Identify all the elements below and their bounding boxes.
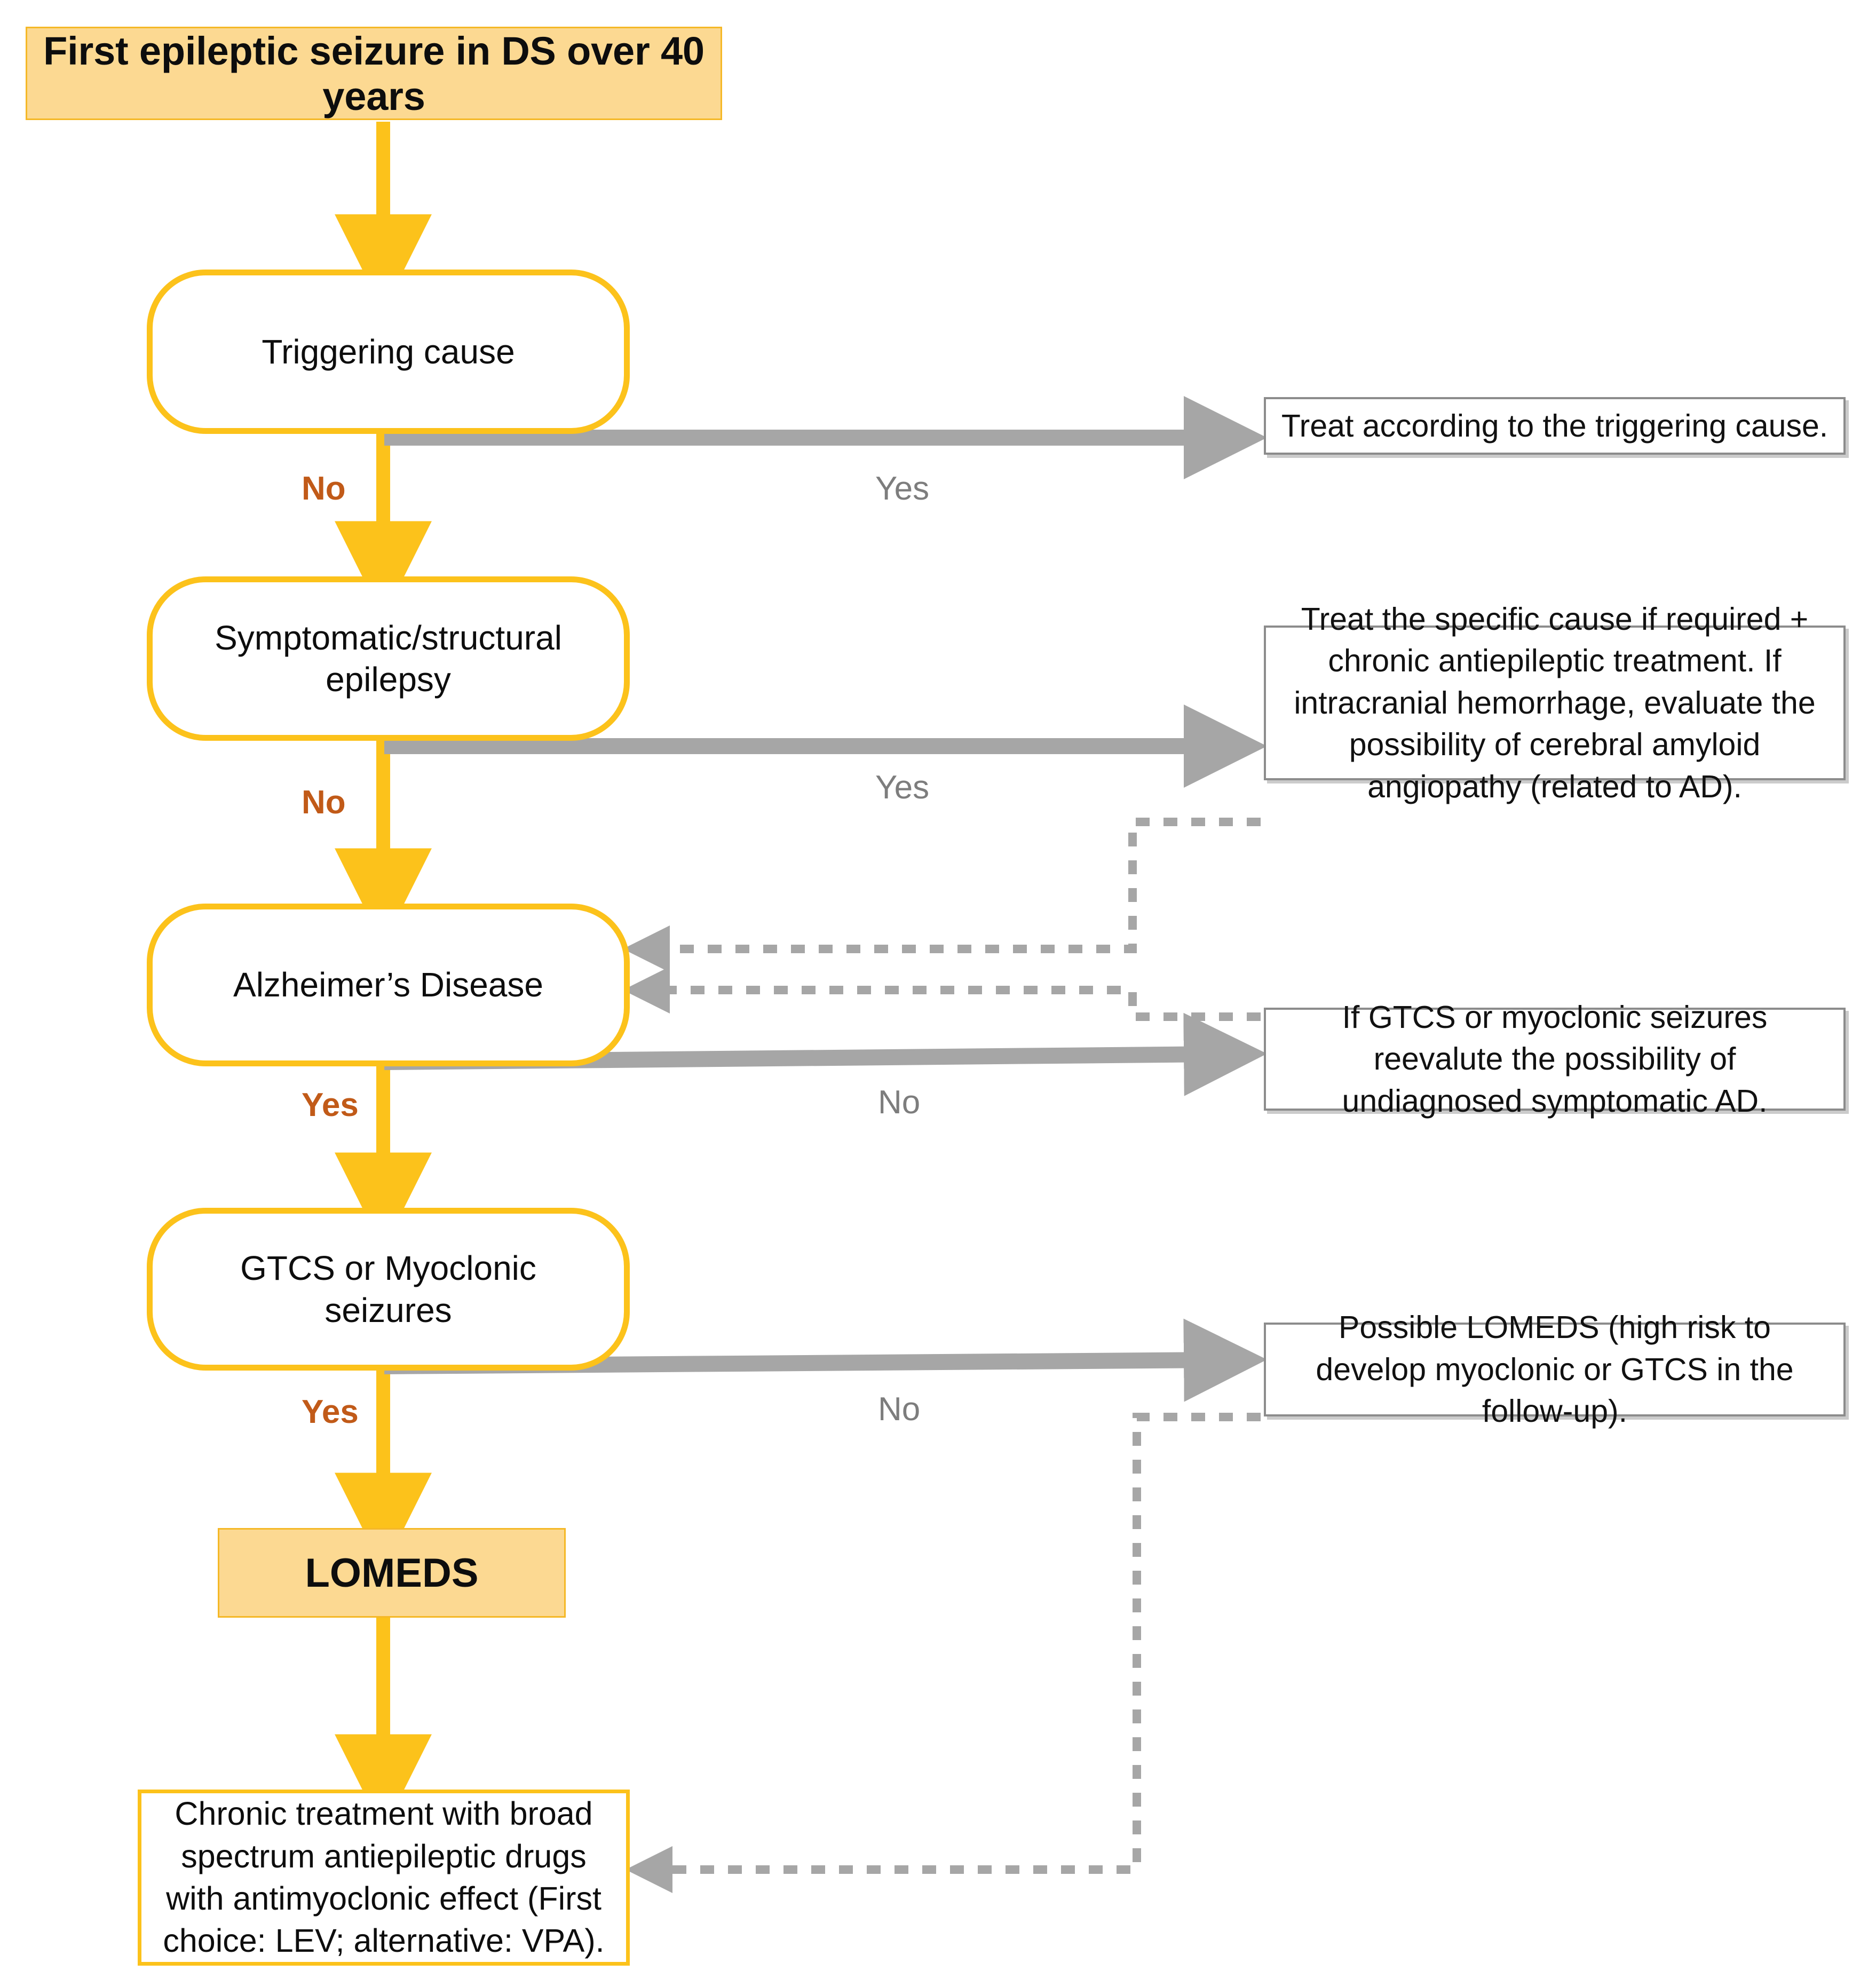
side-box-treat-specific-cause[interactable]: Treat the specific cause if required + c… xyxy=(1264,601,1846,804)
node-header[interactable]: First epileptic seizure in DS over 40 ye… xyxy=(26,27,722,120)
edge-label-no-triggering-cause: No xyxy=(302,470,346,507)
node-chronic-treatment[interactable]: Chronic treatment with broad spectrum an… xyxy=(138,1790,630,1966)
node-triggering-cause[interactable]: Triggering cause xyxy=(147,270,630,434)
side-box-possible-lomeds[interactable]: Possible LOMEDS (high risk to develop my… xyxy=(1264,1310,1846,1429)
edge-label-no-symptomatic: No xyxy=(302,784,346,821)
side-box-treat-triggering-cause[interactable]: Treat according to the triggering cause. xyxy=(1264,397,1846,455)
dotted-side3-to-alzheimer xyxy=(623,967,1261,1021)
node-gtcs-or-myoclonic-seizures[interactable]: GTCS or Myoclonic seizures xyxy=(147,1208,630,1371)
edge-label-yes-to-side2: Yes xyxy=(875,769,930,806)
side-box-reevaluate-symptomatic-ad[interactable]: If GTCS or myoclonic seizures reevalute … xyxy=(1264,1000,1846,1119)
edge-label-no-to-side4: No xyxy=(878,1391,921,1428)
edge-label-yes-gtcs: Yes xyxy=(302,1394,359,1430)
dotted-side4-to-chronic xyxy=(626,1413,1261,1893)
edge-label-no-to-side3: No xyxy=(878,1084,921,1121)
dotted-side2-to-alzheimer xyxy=(623,818,1261,972)
edge-label-yes-alzheimer: Yes xyxy=(302,1087,359,1123)
edge-label-yes-to-side1: Yes xyxy=(875,470,930,507)
node-symptomatic-structural-epilepsy[interactable]: Symptomatic/structural epilepsy xyxy=(147,576,630,741)
node-lomeds[interactable]: LOMEDS xyxy=(218,1528,566,1618)
node-alzheimers-disease[interactable]: Alzheimer’s Disease xyxy=(147,904,630,1066)
